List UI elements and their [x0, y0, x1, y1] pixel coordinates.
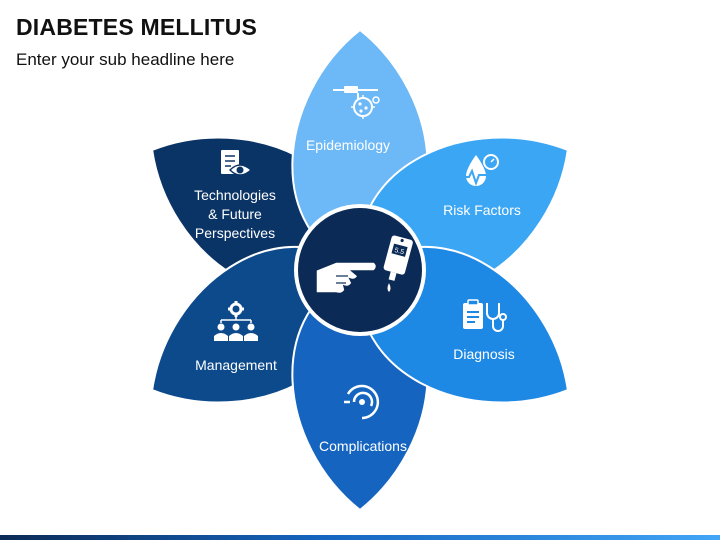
- finger-glucose-meter-icon: 5.5: [315, 235, 413, 295]
- page-title: DIABETES MELLITUS: [16, 14, 258, 40]
- footer-gradient-bar: [0, 535, 720, 540]
- svg-text:5.5: 5.5: [394, 247, 405, 256]
- petal-label-technologies-line1: Technologies: [194, 187, 276, 203]
- petal-label-technologies-line3: Perspectives: [195, 225, 275, 241]
- target-icon: [344, 384, 380, 420]
- page-subtitle: Enter your sub headline here: [16, 50, 235, 69]
- team-gear-icon: [214, 301, 258, 341]
- clipboard-stethoscope-icon: [463, 299, 507, 332]
- petal-label-technologies-line2: & Future: [208, 206, 262, 222]
- blood-drop-gauge-icon: [462, 154, 499, 186]
- petal-label-epidemiology: Epidemiology: [306, 137, 390, 153]
- petal-label-risk-factors: Risk Factors: [443, 202, 521, 218]
- petal-label-diagnosis: Diagnosis: [453, 346, 514, 362]
- document-eye-icon: [221, 150, 253, 176]
- petal-label-management: Management: [195, 357, 277, 373]
- virus-microscope-icon: [333, 86, 380, 119]
- petal-label-complications: Complications: [319, 438, 407, 454]
